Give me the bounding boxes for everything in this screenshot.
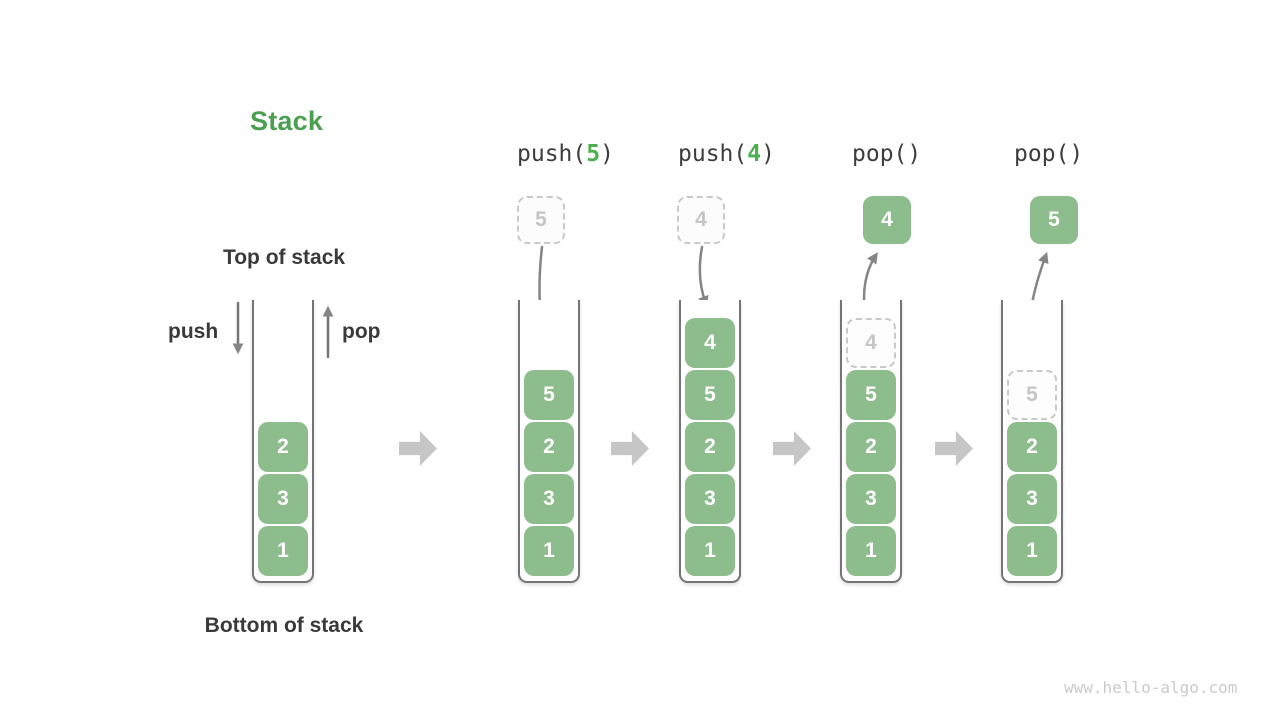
op-text: ) [1069,141,1084,167]
stack-block: 3 [258,474,308,524]
stack-block: 1 [846,526,896,576]
stack-container-pop-1: 4 5 2 3 1 [840,300,902,583]
popped-element-5: 5 [1030,196,1078,244]
stack-block: 2 [258,422,308,472]
bottom-of-stack-label: Bottom of stack [204,614,364,637]
op-text: pop( [852,141,908,167]
stack-block: 2 [1007,422,1057,472]
operation-label-pop-1: pop() [852,141,921,167]
stack-container-pop-2: 5 2 3 1 [1001,300,1063,583]
stack-block: 3 [524,474,574,524]
stack-container-push5: 5 2 3 1 [518,300,580,583]
right-block-arrow-icon [773,431,811,466]
stack-block: 5 [846,370,896,420]
stack-block: 5 [524,370,574,420]
op-arg: 4 [747,141,762,167]
stack-block: 2 [846,422,896,472]
op-text: push( [678,141,748,167]
stack-block: 1 [524,526,574,576]
stack-block: 2 [524,422,574,472]
right-block-arrow-icon [399,431,437,466]
page-title: Stack [250,106,324,136]
element-box: 5 [517,196,565,244]
stack-block: 5 [685,370,735,420]
stack-block: 1 [685,526,735,576]
operation-label-pop-2: pop() [1014,141,1083,167]
op-text: ) [600,141,614,167]
stack-block: 4 [846,318,896,368]
op-text: push( [517,141,587,167]
push-label: push [168,320,219,343]
element-box: 4 [677,196,725,244]
op-text: ) [761,141,775,167]
right-block-arrow-icon [611,431,649,466]
stack-block: 3 [1007,474,1057,524]
element-box: 5 [1030,196,1078,244]
operation-label-push5: push(5) [517,141,614,167]
watermark: www.hello-algo.com [1064,678,1238,697]
op-arg: 5 [586,141,601,167]
stack-block: 1 [1007,526,1057,576]
op-text: pop( [1014,141,1070,167]
stack-block: 5 [1007,370,1057,420]
stack-block: 3 [846,474,896,524]
stack-container-push4: 4 5 2 3 1 [679,300,741,583]
incoming-element-5: 5 [517,196,565,244]
element-box: 4 [863,196,911,244]
stack-block: 4 [685,318,735,368]
push4-insert-arrow-icon [698,245,709,308]
main-stack-container: 2 3 1 [252,300,314,583]
incoming-element-4: 4 [677,196,725,244]
operation-label-push4: push(4) [678,141,775,167]
stack-block: 1 [258,526,308,576]
top-of-stack-label: Top of stack [222,246,346,269]
right-block-arrow-icon [935,431,973,466]
popped-element-4: 4 [863,196,911,244]
pop-label: pop [342,320,381,343]
op-text: ) [907,141,922,167]
stack-block: 3 [685,474,735,524]
stack-block: 2 [685,422,735,472]
